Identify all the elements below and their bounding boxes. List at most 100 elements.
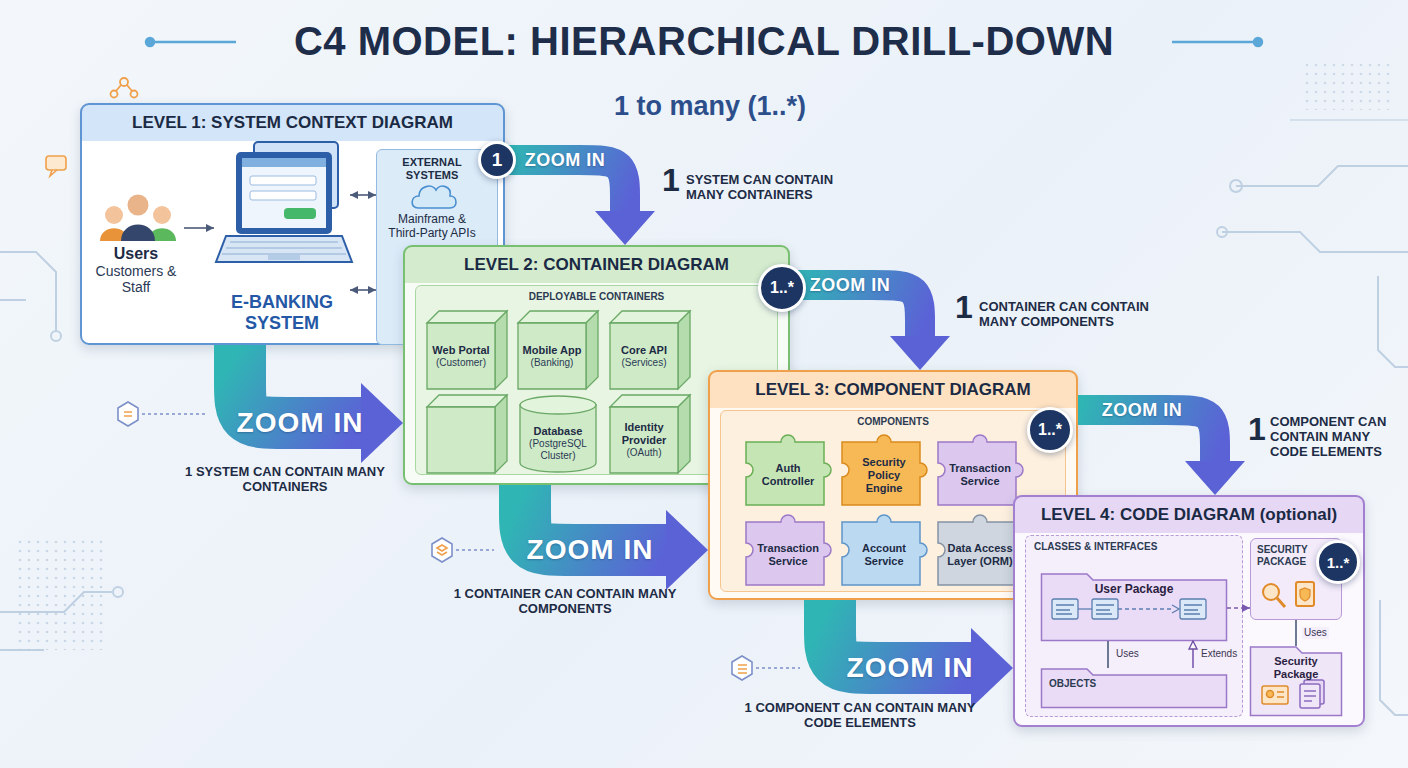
node-title: LEVEL 4: CODE DIAGRAM (optional) (1015, 497, 1363, 525)
container-cube: Web Portal(Customer) (427, 311, 507, 389)
class-icon (1052, 599, 1078, 619)
package-folder: OBJECTS (1041, 668, 1227, 708)
node-subtitle: (PostgreSQL Cluster) (521, 438, 595, 462)
container-cube: Identity Provider(OAuth) (610, 395, 690, 473)
hex-icon (118, 402, 206, 426)
class-icon (1078, 608, 1092, 609)
hex-icon (456, 549, 494, 551)
hex-icon (738, 665, 747, 673)
laptop-icon (242, 158, 326, 167)
chat-icon (46, 156, 66, 176)
code-panel: CLASSES & INTERFACESUser PackageOBJECTS (1025, 535, 1243, 717)
laptop-icon (216, 236, 352, 262)
class-icon (1092, 599, 1118, 619)
circuit-trace (0, 299, 26, 301)
circuit-trace (1217, 227, 1227, 237)
cardinality-number: 1 (1248, 412, 1266, 446)
dot-texture (1300, 60, 1390, 110)
zoom-label: ZOOM IN (237, 407, 364, 439)
relation-label: Uses (1302, 627, 1329, 639)
class-icon (1056, 605, 1074, 614)
hex-icon (732, 656, 752, 680)
circuit-trace (1236, 166, 1408, 186)
node-subtitle: (Customer) (429, 357, 493, 369)
zoom-label: ZOOM IN (1102, 400, 1183, 421)
hex-icon (437, 545, 447, 555)
node-title: LEVEL 3: COMPONENT DIAGRAM (710, 372, 1076, 400)
class-icon (1118, 608, 1174, 609)
zoom-note: 1 CONTAINER CAN CONTAIN MANY COMPONENTS (450, 586, 680, 616)
dot-texture (18, 540, 108, 650)
chat-icon (50, 170, 57, 176)
network-icon (116, 85, 132, 91)
network-icon (120, 78, 128, 86)
title-rule (146, 38, 154, 46)
zoom-label: ZOOM IN (527, 534, 654, 566)
class-icon (1096, 605, 1114, 614)
security-icon (1296, 582, 1314, 606)
container-cube (427, 407, 495, 473)
database-cylinder: Database(PostgreSQL Cluster) (518, 395, 598, 473)
node-title: DEPLOYABLE CONTAINERS (416, 291, 777, 303)
circuit-trace (1290, 119, 1408, 121)
circuit-trace (51, 331, 61, 341)
container-cube: Core API(Services) (610, 311, 690, 389)
node-title: CLASSES & INTERFACES (1034, 541, 1242, 553)
node-title: Web Portal (429, 344, 493, 357)
node-title: Data Access Layer (ORM) (946, 542, 1014, 568)
hex-icon (432, 538, 452, 562)
relation-label: Extends (1199, 648, 1239, 660)
container-cube: Mobile App(Banking) (518, 311, 598, 389)
component-piece: Security Policy Engine (838, 432, 930, 508)
node-title: Database (521, 425, 595, 438)
security-icon (1263, 582, 1314, 607)
node-title: LEVEL 2: CONTAINER DIAGRAM (405, 247, 788, 275)
hex-icon (142, 413, 206, 415)
node-title: E-BANKING SYSTEM (214, 292, 350, 334)
node-title: Transaction Service (946, 462, 1014, 488)
relation-line (1295, 620, 1297, 646)
relation-label: Uses (1114, 648, 1141, 660)
package-icon (1277, 692, 1284, 697)
circuit-trace (1222, 232, 1408, 252)
title-rule (1172, 41, 1258, 44)
relation-line (184, 227, 214, 229)
hex-icon (756, 667, 800, 669)
zoom-label: ZOOM IN (847, 652, 974, 684)
multiplicity-badge: 1 (478, 141, 516, 179)
node-subtitle: Customers & Staff (88, 263, 184, 295)
security-icon (1300, 588, 1310, 601)
component-piece: Transaction Service (742, 512, 834, 588)
node-title: Security Policy Engine (850, 456, 918, 495)
node-title: Users (88, 244, 184, 263)
network-icon (111, 78, 138, 98)
zoom-note: SYSTEM CAN CONTAIN MANY CONTAINERS (686, 172, 851, 202)
hex-icon (124, 412, 132, 416)
node-subtitle: Mainframe & Third-Party APIs (383, 212, 481, 240)
laptop-icon (250, 191, 316, 200)
circuit-trace (1230, 180, 1242, 192)
multiplicity-badge: 1..* (758, 264, 806, 312)
class-icon (1184, 605, 1202, 614)
zoom-note: 1 SYSTEM CAN CONTAIN MANY CONTAINERS (185, 464, 385, 494)
node-title: Identity Provider (612, 421, 676, 447)
node-title: Transaction Service (754, 542, 822, 568)
component-piece: Transaction Service (934, 432, 1026, 508)
relation-line (1227, 607, 1250, 609)
node-title: LEVEL 1: SYSTEM CONTEXT DIAGRAM (82, 105, 503, 133)
laptop-icon (284, 208, 316, 219)
circuit-trace (1380, 600, 1408, 715)
relation-line (1192, 641, 1194, 668)
network-icon (131, 91, 138, 98)
zoom-note: 1 COMPONENT CAN CONTAIN MANY CODE ELEMEN… (735, 700, 985, 730)
circuit-trace (1378, 276, 1408, 367)
zoom-label: ZOOM IN (810, 275, 891, 296)
multiplicity-badge: 1..* (1027, 407, 1073, 453)
users-icon (128, 195, 149, 216)
container-cube (495, 395, 507, 473)
node-title: OBJECTS (1049, 678, 1219, 690)
package-icon (1262, 680, 1324, 708)
laptop-icon (250, 176, 316, 185)
node-title: EXTERNAL SYSTEMS (383, 156, 481, 182)
